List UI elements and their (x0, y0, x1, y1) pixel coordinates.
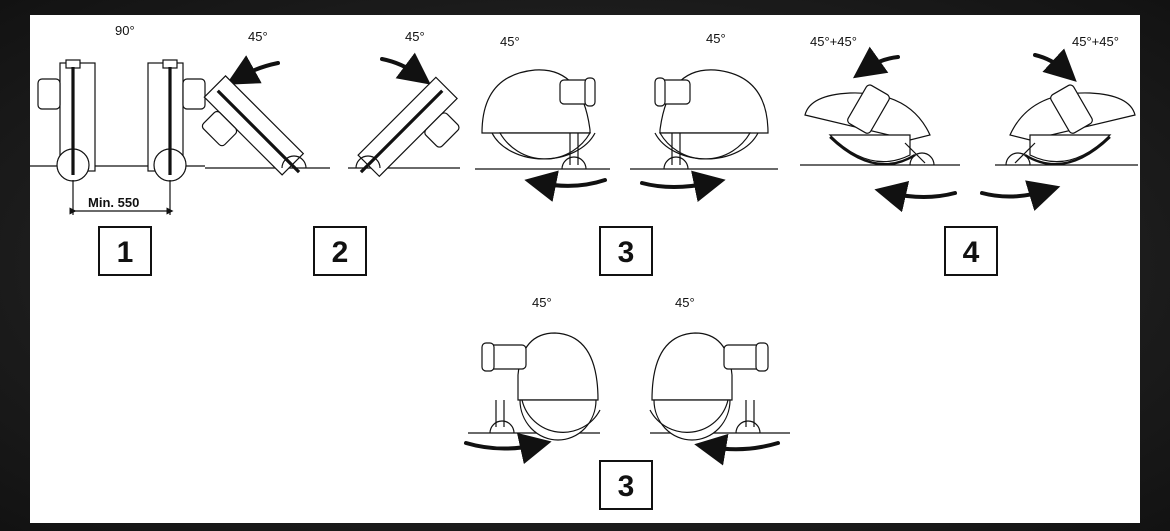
svg-text:2: 2 (332, 236, 349, 269)
angle-label-2-right: 45° (405, 29, 425, 44)
saw-unit-tilted-right (357, 76, 460, 178)
angle-label-3-left: 45° (500, 34, 520, 49)
step-number-3-bottom: 3 (599, 460, 653, 510)
angle-label-4-left: 45°+45° (810, 34, 857, 49)
angle-label-5-left: 45° (532, 295, 552, 310)
angle-label-2-left: 45° (248, 29, 268, 44)
svg-text:1: 1 (117, 236, 134, 269)
saw-head-right (654, 69, 769, 170)
rotate-arrow-4-bottom-right (980, 180, 1061, 211)
rotate-arrow-5-left (464, 432, 552, 465)
svg-text:3: 3 (618, 470, 635, 503)
rotate-arrow-2-left (226, 55, 280, 85)
saw-head-bottom-left (481, 332, 601, 441)
angle-label-5-right: 45° (675, 295, 695, 310)
saw-unit-right (147, 59, 206, 182)
rotate-arrow-3-left (524, 170, 607, 202)
svg-text:4: 4 (963, 236, 980, 269)
step-4-compound-cut: 45°+45° 45°+45° (800, 34, 1138, 213)
step-number-3-top: 3 (599, 226, 653, 276)
rotate-arrow-4-bottom-left (874, 180, 957, 213)
step-number-4: 4 (944, 226, 998, 276)
angle-label-3-right: 45° (706, 31, 726, 46)
saw-unit-left (37, 59, 96, 182)
diagram-panel: 90° Min. 550 45° 45° (30, 15, 1140, 523)
cutting-angle-diagram: 90° Min. 550 45° 45° (30, 23, 1138, 510)
saw-unit-tilted-left (201, 75, 305, 176)
angle-label-4-right: 45°+45° (1072, 34, 1119, 49)
saw-head-compound-left (804, 84, 935, 166)
step-3-mitre-cut-top: 45° 45° (475, 31, 778, 202)
rotate-arrow-5-right (694, 433, 780, 466)
rotate-arrow-4-right (1033, 48, 1077, 82)
rotate-arrow-4-left (852, 46, 900, 79)
angle-label-1: 90° (115, 23, 135, 38)
step-number-2: 2 (313, 226, 367, 276)
saw-head-left (481, 69, 596, 170)
min-distance-label: Min. 550 (88, 195, 139, 210)
step-1-vertical-cut: 90° Min. 550 (30, 23, 206, 215)
svg-text:3: 3 (618, 236, 635, 269)
rotate-arrow-3-right (640, 170, 726, 202)
rotate-arrow-2-right (380, 52, 431, 85)
step-number-1: 1 (98, 226, 152, 276)
step-3-mitre-cut-bottom: 45° 45° (464, 295, 790, 466)
saw-head-bottom-right (649, 332, 769, 441)
saw-head-compound-right (1005, 84, 1136, 166)
step-2-bevel-cut: 45° 45° (201, 29, 460, 178)
